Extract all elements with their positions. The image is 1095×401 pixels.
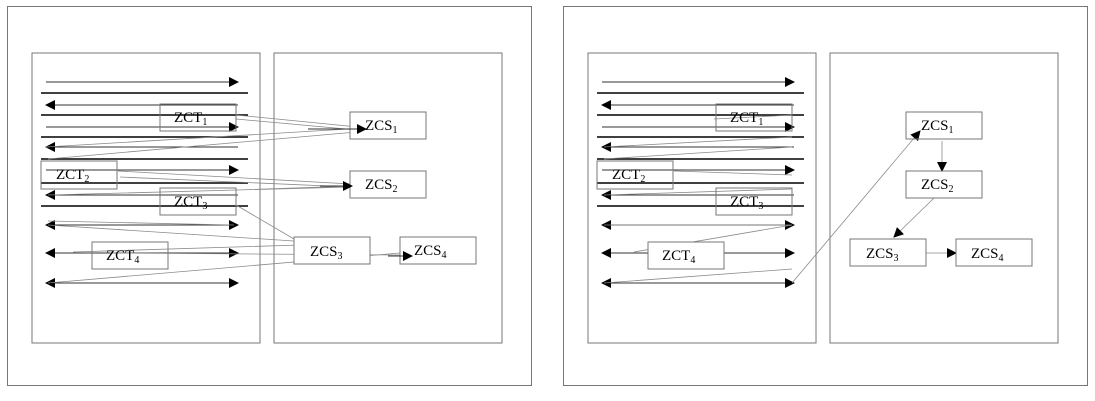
node-zcs4: ZCS4 <box>955 238 1033 267</box>
node-zcs3: ZCS3 <box>293 236 371 265</box>
connector-zcs3 <box>47 204 401 284</box>
inner-frame-left <box>31 52 261 344</box>
svg-text:ZCT2: ZCT2 <box>612 167 645 185</box>
connector-misc <box>47 220 235 226</box>
node-zcs1: ZCS1 <box>905 111 983 140</box>
connector-to-zcs1 <box>791 130 921 284</box>
node-zct1: ZCT1 <box>715 103 793 132</box>
svg-text:ZCT2: ZCT2 <box>56 167 89 185</box>
node-zct4: ZCT4 <box>647 241 725 270</box>
diagram-right-canvas: ZCT1 ZCT2 ZCT3 ZCT4 ZCS1 ZCS2 ZCS3 ZCS4 <box>587 52 1059 344</box>
node-zct4: ZCT4 <box>91 241 169 270</box>
diagram-left: ZCT1 ZCT2 ZCT3 ZCT4 ZCS1 ZCS2 ZCS3 <box>7 6 532 386</box>
node-zct3: ZCT3 <box>715 187 793 216</box>
svg-text:ZCT1: ZCT1 <box>730 110 763 128</box>
node-zct2: ZCT2 <box>596 160 674 190</box>
svg-text:ZCS4: ZCS4 <box>414 243 447 261</box>
svg-text:ZCT3: ZCT3 <box>730 194 763 212</box>
connector-internal <box>603 114 793 284</box>
node-zct3: ZCT3 <box>159 187 237 216</box>
svg-text:ZCT1: ZCT1 <box>174 110 207 128</box>
svg-text:ZCT4: ZCT4 <box>662 248 695 266</box>
node-zct1: ZCT1 <box>159 103 237 132</box>
svg-text:ZCS3: ZCS3 <box>866 246 899 264</box>
node-zct2: ZCT2 <box>40 160 118 190</box>
svg-text:ZCS3: ZCS3 <box>310 244 343 262</box>
node-zcs4: ZCS4 <box>388 236 477 265</box>
node-zcs3: ZCS3 <box>849 238 927 267</box>
inner-frame-left <box>587 52 817 344</box>
connector-zcs1 <box>45 114 369 160</box>
svg-text:ZCS1: ZCS1 <box>365 118 398 136</box>
node-zcs2: ZCS2 <box>320 170 427 199</box>
connector-zcs2 <box>47 170 352 196</box>
inner-frame-right <box>829 52 1059 344</box>
svg-text:ZCT4: ZCT4 <box>106 248 139 266</box>
svg-text:ZCS2: ZCS2 <box>921 177 954 195</box>
inner-frame-right <box>273 52 503 344</box>
node-zcs2: ZCS2 <box>905 170 983 199</box>
svg-text:ZCS1: ZCS1 <box>921 118 954 136</box>
svg-text:ZCS2: ZCS2 <box>365 177 398 195</box>
svg-text:ZCS4: ZCS4 <box>971 246 1004 264</box>
svg-text:ZCT3: ZCT3 <box>174 194 207 212</box>
diagram-left-canvas: ZCT1 ZCT2 ZCT3 ZCT4 ZCS1 ZCS2 ZCS3 <box>31 52 503 344</box>
node-zcs1: ZCS1 <box>308 111 427 140</box>
diagram-right: ZCT1 ZCT2 ZCT3 ZCT4 ZCS1 ZCS2 ZCS3 ZCS4 <box>563 6 1088 386</box>
connector-zcs2-zcs3 <box>893 197 935 238</box>
